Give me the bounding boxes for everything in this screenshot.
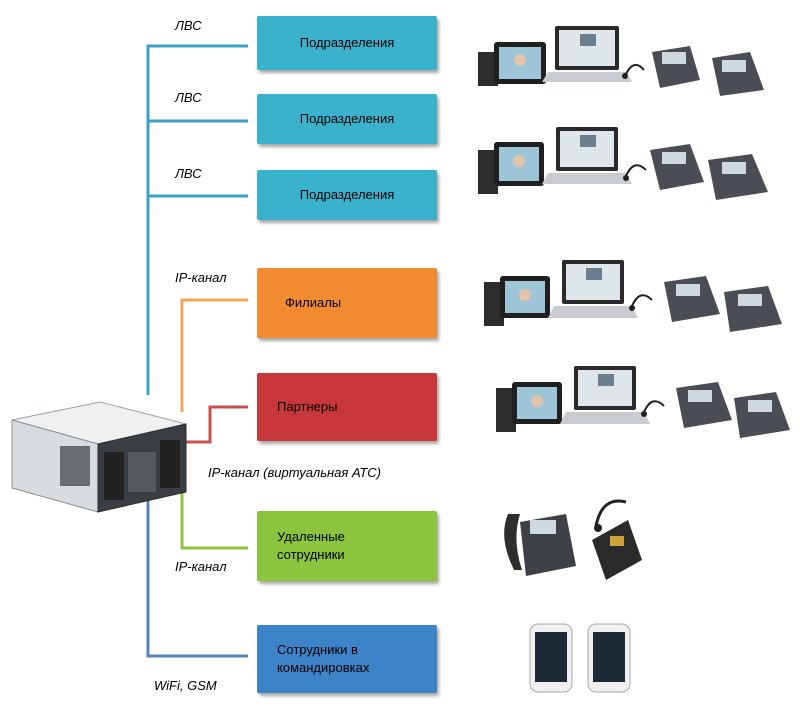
video-phone-icon [496, 382, 562, 432]
headset-icon [622, 63, 645, 79]
node-traveling-employees-label: Сотрудники в командировках [277, 642, 370, 675]
desk-phone-icon [664, 276, 720, 322]
headset-icon [641, 400, 665, 417]
node-department-3-label: Подразделения [299, 187, 395, 203]
travel-line [146, 497, 248, 658]
label-wifi-gsm: WiFi, GSM [154, 678, 217, 693]
desk-phone-icon [734, 392, 790, 438]
node-department-1: Подразделения [257, 16, 437, 70]
label-lan-1: ЛВС [175, 18, 202, 33]
node-remote-employees: Удаленные сотрудники [257, 511, 437, 581]
node-partners-label: Партнеры [277, 399, 338, 415]
ip-phone-icon [504, 514, 576, 576]
desk-phone-icon [650, 144, 704, 190]
headset-icon [623, 164, 647, 181]
row2-devices [478, 127, 768, 200]
node-department-2: Подразделения [257, 94, 437, 144]
label-lan-2: ЛВС [175, 90, 202, 105]
video-phone-icon [478, 142, 544, 194]
rack-server-icon [11, 401, 187, 513]
node-department-3: Подразделения [257, 170, 437, 220]
node-partners: Партнеры [257, 373, 437, 441]
node-department-2-label: Подразделения [299, 111, 395, 127]
laptop-icon [560, 366, 650, 424]
video-phone-icon [478, 42, 546, 86]
node-traveling-employees: Сотрудники в командировках [257, 625, 437, 693]
desk-phone-icon [712, 52, 764, 96]
smartphone-icon [529, 623, 573, 693]
laptop-icon [548, 260, 638, 318]
label-ip-channel-branches: IP-канал [175, 270, 227, 285]
remote-devices [504, 499, 642, 580]
node-branches-label: Филиалы [285, 295, 342, 311]
label-ip-channel-remote: IP-канал [175, 559, 227, 574]
row4-devices [496, 366, 790, 438]
headset-icon [594, 499, 627, 532]
row3-devices [484, 260, 782, 332]
laptop-icon [542, 26, 632, 82]
remote-line [180, 482, 248, 550]
desk-phone-icon [676, 382, 732, 428]
label-lan-3: ЛВС [175, 166, 202, 181]
operator-console-icon [592, 520, 642, 580]
desk-phone-icon [724, 286, 782, 332]
video-phone-icon [484, 276, 550, 326]
node-department-1-label: Подразделения [299, 35, 395, 51]
row1-devices [478, 26, 764, 96]
laptop-icon [542, 127, 632, 184]
node-remote-employees-label: Удаленные сотрудники [277, 529, 345, 562]
smartphone-icon [587, 623, 631, 693]
node-branches: Филиалы [257, 268, 437, 338]
lan-lines [146, 44, 248, 395]
travel-devices [529, 623, 631, 693]
branches-line [180, 298, 248, 412]
partners-line [186, 405, 248, 444]
desk-phone-icon [708, 154, 768, 200]
label-ip-channel-virtual-pbx: IP-канал (виртуальная АТС) [208, 465, 381, 480]
headset-icon [629, 294, 653, 311]
desk-phone-icon [652, 46, 700, 88]
